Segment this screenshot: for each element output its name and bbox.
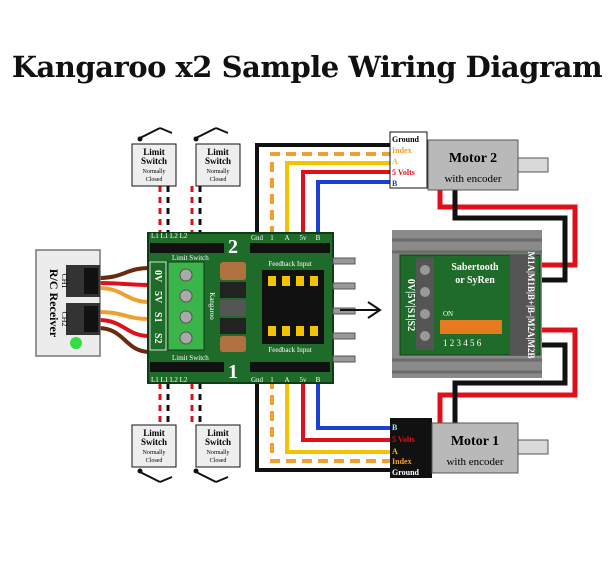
svg-text:Index: Index bbox=[392, 457, 412, 466]
svg-text:L1 L1 L2 L2: L1 L1 L2 L2 bbox=[151, 376, 188, 384]
svg-text:1: 1 bbox=[270, 376, 274, 384]
svg-text:R/C Receiver: R/C Receiver bbox=[47, 269, 61, 338]
svg-text:Ground: Ground bbox=[392, 468, 420, 477]
svg-text:Switch: Switch bbox=[205, 437, 231, 447]
svg-text:A: A bbox=[284, 234, 289, 242]
diagram-title: Kangaroo x2 Sample Wiring Diagram bbox=[11, 50, 603, 84]
svg-text:Normally: Normally bbox=[207, 169, 230, 175]
limit-switch-bottom-right: Limit Switch Normally Closed bbox=[193, 424, 241, 483]
svg-text:Normally: Normally bbox=[143, 450, 166, 456]
motor2-a-wire bbox=[285, 161, 392, 233]
svg-text:with encoder: with encoder bbox=[444, 173, 501, 185]
motor1: B 5 Volts A Index Ground Motor 1 with en… bbox=[390, 418, 549, 478]
svg-text:0V: 0V bbox=[152, 270, 163, 283]
motor1-index-wire bbox=[270, 383, 392, 463]
receiver-cables bbox=[97, 266, 151, 354]
motor2-index-wire bbox=[270, 152, 392, 233]
motor2-b-wire bbox=[316, 180, 392, 233]
svg-text:5 Volts: 5 Volts bbox=[392, 435, 415, 444]
svg-text:B: B bbox=[392, 179, 398, 188]
svg-text:5v: 5v bbox=[300, 234, 308, 242]
motor-power-wires bbox=[437, 190, 578, 423]
svg-text:1: 1 bbox=[270, 234, 274, 242]
svg-text:Feedback Input: Feedback Input bbox=[268, 346, 311, 354]
svg-text:5V: 5V bbox=[152, 291, 163, 304]
svg-text:Limit: Limit bbox=[207, 147, 229, 157]
svg-text:Limit Switch: Limit Switch bbox=[172, 254, 209, 262]
sabertooth-board: 0V|5V|S1|S2 Sabertooth or SyRen ON 1 2 3… bbox=[392, 230, 542, 378]
receiver-status-led bbox=[70, 337, 82, 349]
motor2: Ground Index A 5 Volts B Motor 2 with en… bbox=[389, 131, 549, 191]
svg-text:Closed: Closed bbox=[146, 458, 163, 464]
svg-text:Gnd: Gnd bbox=[251, 234, 264, 242]
motor1-ground-wire bbox=[255, 383, 392, 472]
channel-2-label: 2 bbox=[228, 236, 238, 258]
svg-text:Limit: Limit bbox=[207, 428, 229, 438]
svg-text:L1 L1 L2 L2: L1 L1 L2 L2 bbox=[151, 232, 188, 240]
limit-switch-top-right: Limit Switch Normally Closed bbox=[193, 127, 241, 187]
svg-text:Feedback Input: Feedback Input bbox=[268, 260, 311, 268]
svg-text:A: A bbox=[284, 376, 289, 384]
svg-text:Index: Index bbox=[392, 146, 412, 155]
svg-text:5v: 5v bbox=[300, 376, 308, 384]
svg-text:Ground: Ground bbox=[392, 135, 420, 144]
svg-text:A: A bbox=[392, 157, 398, 166]
svg-text:Sabertooth: Sabertooth bbox=[451, 262, 499, 273]
limit-switch-wires bbox=[158, 186, 202, 425]
svg-text:Normally: Normally bbox=[143, 169, 166, 175]
svg-text:5 Volts: 5 Volts bbox=[392, 168, 415, 177]
svg-text:Closed: Closed bbox=[210, 458, 227, 464]
svg-text:or SyRen: or SyRen bbox=[455, 275, 495, 286]
svg-text:Closed: Closed bbox=[210, 177, 227, 183]
arrow-icon bbox=[340, 301, 382, 319]
svg-text:Motor 2: Motor 2 bbox=[449, 151, 497, 166]
svg-text:with encoder: with encoder bbox=[446, 456, 503, 468]
svg-text:CH1: CH1 bbox=[60, 273, 69, 288]
channel-1-label: 1 bbox=[228, 361, 238, 383]
svg-text:Gnd: Gnd bbox=[251, 376, 264, 384]
svg-text:A: A bbox=[392, 447, 398, 456]
svg-text:Limit: Limit bbox=[143, 147, 165, 157]
svg-text:B: B bbox=[316, 234, 321, 242]
motor2-ground-wire bbox=[255, 143, 392, 233]
svg-text:Closed: Closed bbox=[146, 177, 163, 183]
rc-receiver: R/C Receiver CH1 CH2 bbox=[35, 249, 101, 357]
motor1-cable bbox=[255, 383, 392, 472]
motor2-cable bbox=[255, 143, 392, 233]
svg-text:Kangaroo: Kangaroo bbox=[208, 292, 216, 320]
svg-text:S2: S2 bbox=[152, 333, 163, 344]
svg-text:S1: S1 bbox=[152, 312, 163, 323]
svg-text:Limit: Limit bbox=[143, 428, 165, 438]
motor1-a-wire bbox=[285, 383, 392, 454]
svg-text:B: B bbox=[316, 376, 321, 384]
motor1-b-wire bbox=[316, 383, 392, 430]
svg-text:0V|5V|S1|S2: 0V|5V|S1|S2 bbox=[405, 279, 416, 331]
svg-text:B: B bbox=[392, 423, 398, 432]
svg-text:Switch: Switch bbox=[205, 156, 231, 166]
limit-switch-top-left: Limit Switch Normally Closed bbox=[131, 127, 177, 187]
svg-text:M1A|M1B|B+|B-|M2A|M2B: M1A|M1B|B+|B-|M2A|M2B bbox=[526, 251, 536, 358]
svg-text:Switch: Switch bbox=[141, 437, 167, 447]
svg-text:Limit Switch: Limit Switch bbox=[172, 354, 209, 362]
svg-text:Normally: Normally bbox=[207, 450, 230, 456]
svg-text:1 2 3 4 5 6: 1 2 3 4 5 6 bbox=[443, 338, 482, 348]
svg-text:ON: ON bbox=[443, 310, 453, 318]
motor2-5v-wire bbox=[301, 170, 392, 233]
motor1-5v-wire bbox=[301, 383, 392, 442]
limit-switch-bottom-left: Limit Switch Normally Closed bbox=[131, 424, 177, 483]
svg-text:Motor 1: Motor 1 bbox=[451, 434, 499, 449]
svg-text:Switch: Switch bbox=[141, 156, 167, 166]
svg-text:CH2: CH2 bbox=[60, 311, 69, 326]
kangaroo-board: L1 L1 L2 L2 Limit Switch Limit Switch L1… bbox=[147, 232, 356, 384]
